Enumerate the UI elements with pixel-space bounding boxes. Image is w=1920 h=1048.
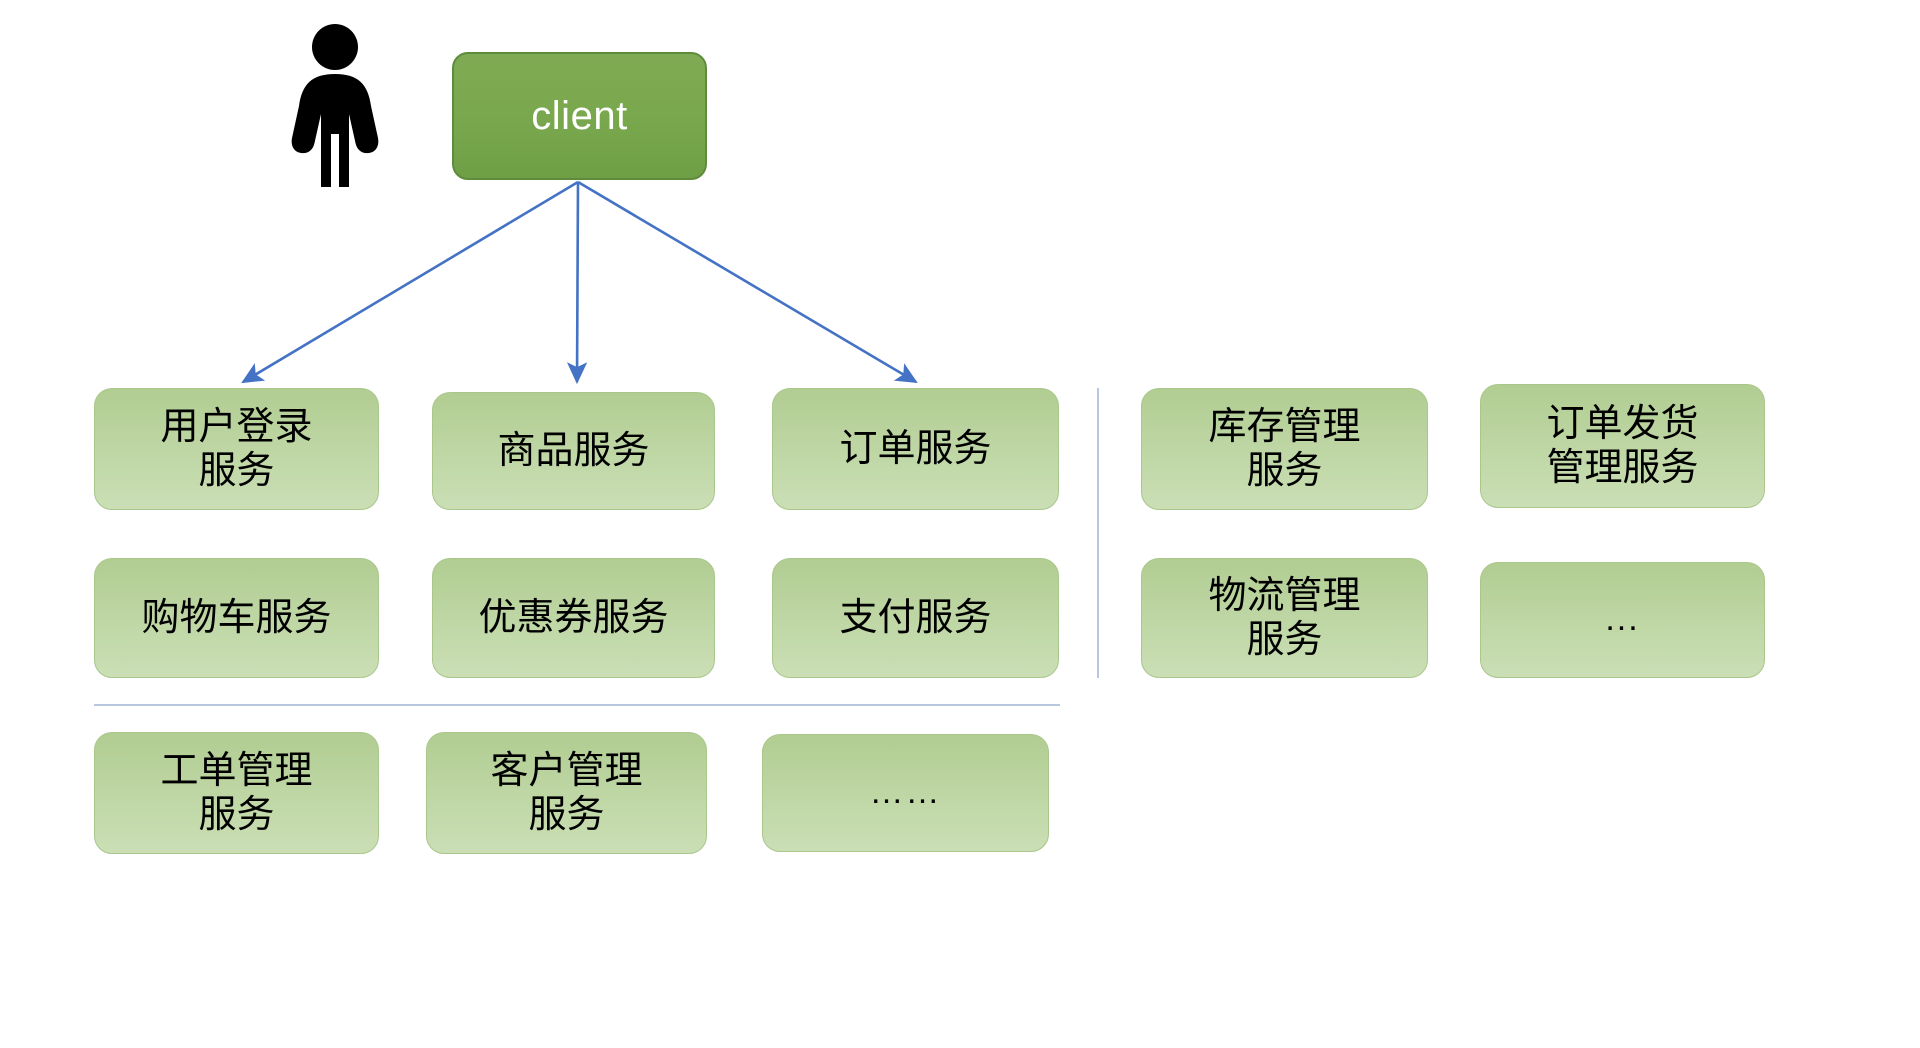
service-box-customer-management-service[interactable]: 客户管理 服务: [426, 732, 707, 854]
client-node[interactable]: client: [452, 52, 707, 180]
arrow-client-to-product-service: [566, 181, 588, 385]
horizontal-divider: [94, 704, 1060, 706]
service-box-order-service[interactable]: 订单服务: [772, 388, 1059, 510]
service-box-shopping-cart-service[interactable]: 购物车服务: [94, 558, 379, 678]
service-box-order-shipping-management-service[interactable]: 订单发货 管理服务: [1480, 384, 1765, 508]
service-box-payment-service[interactable]: 支付服务: [772, 558, 1059, 678]
service-box-logistics-management-service[interactable]: 物流管理 服务: [1141, 558, 1428, 678]
user-person-icon: [290, 22, 380, 187]
service-box-product-service[interactable]: 商品服务: [432, 392, 715, 510]
service-box-more-services-ellipsis[interactable]: ……: [762, 734, 1049, 852]
service-box-inventory-management-service[interactable]: 库存管理 服务: [1141, 388, 1428, 510]
vertical-divider: [1097, 388, 1099, 678]
arrow-client-to-user-login-service: [241, 180, 579, 384]
service-box-more-services-ellipsis-right[interactable]: ...: [1480, 562, 1765, 678]
service-box-coupon-service[interactable]: 优惠券服务: [432, 558, 715, 678]
service-box-user-login-service[interactable]: 用户登录 服务: [94, 388, 379, 510]
service-box-ticket-management-service[interactable]: 工单管理 服务: [94, 732, 379, 854]
arrow-client-to-order-service: [577, 180, 918, 384]
